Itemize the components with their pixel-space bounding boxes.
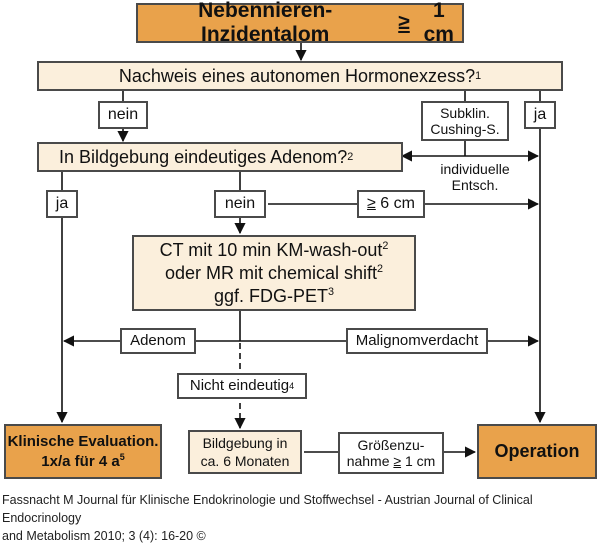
title-ge: ≥ — [398, 11, 410, 34]
label-groessenzunahme: Größenzu- nahme ≥ 1 cm — [338, 432, 444, 474]
title-text: Nebennieren-Inzidentalom — [198, 0, 333, 46]
clinical-line1: Klinische Evaluation. — [7, 432, 159, 450]
groesse-line2-post: 1 cm — [401, 453, 436, 469]
citation-line1: Fassnacht M Journal für Klinische Endokr… — [2, 493, 533, 525]
size-ge: ≥ — [367, 195, 376, 212]
citation-line2: and Metabolism 2010; 3 (4): 16-20 © — [2, 529, 206, 543]
imaging-line2-sup: 2 — [377, 262, 384, 275]
imaging-line3: ggf. FDG-PET — [213, 285, 328, 306]
subklin-line1: Subklin. — [440, 105, 490, 121]
operation-text: Operation — [494, 441, 580, 461]
citation-footer: Fassnacht M Journal für Klinische Endokr… — [2, 491, 598, 545]
clinical-line2-sup: 5 — [119, 451, 125, 462]
imaging-line3-sup: 3 — [328, 285, 335, 298]
imaging-line1-sup: 2 — [382, 239, 389, 252]
label-adenom-text: Adenom — [130, 332, 186, 349]
followup-line2: ca. 6 Monaten — [200, 453, 290, 469]
label-ja-1: ja — [524, 101, 556, 129]
label-ja-2-text: ja — [55, 195, 69, 212]
individuelle-line2: Entsch. — [451, 177, 499, 193]
label-malignom-text: Malignomverdacht — [355, 332, 479, 349]
label-nein-2: nein — [214, 190, 266, 218]
label-ja-2: ja — [46, 190, 78, 218]
question1-text: Nachweis eines autonomen Hormonexzess? — [118, 65, 476, 86]
title-value: 1 cm — [423, 0, 454, 46]
followup-imaging-box: Bildgebung in ca. 6 Monaten — [188, 430, 302, 474]
imaging-line1: CT mit 10 min KM-wash-out — [159, 239, 383, 260]
label-size-6cm: ≥ 6 cm — [357, 190, 425, 218]
label-ja-1-text: ja — [533, 106, 547, 123]
question2-text: In Bildgebung eindeutiges Adenom? — [59, 146, 348, 167]
clinical-line2: 1x/a für 4 a — [41, 452, 120, 470]
size-value: 6 cm — [375, 195, 415, 212]
groesse-line2-pre: nahme — [346, 453, 394, 469]
title-box: Nebennieren-Inzidentalom ≥ 1 cm — [136, 0, 464, 46]
question2-box: In Bildgebung eindeutiges Adenom?2 — [37, 142, 403, 172]
subklin-line2: Cushing-S. — [430, 121, 500, 137]
clinical-evaluation-box: Klinische Evaluation. 1x/a für 4 a5 — [4, 424, 162, 479]
imaging-box: CT mit 10 min KM-wash-out2 oder MR mit c… — [132, 235, 416, 311]
label-nein-1: nein — [98, 101, 148, 129]
nicht-eindeutig-text: Nicht eindeutig — [189, 377, 290, 394]
label-adenom: Adenom — [120, 328, 196, 354]
question1-box: Nachweis eines autonomen Hormonexzess?1 — [37, 61, 563, 91]
label-malignomverdacht: Malignomverdacht — [346, 328, 488, 354]
label-subklin-cushing: Subklin. Cushing-S. — [421, 101, 509, 141]
groesse-ge: ≥ — [393, 453, 402, 469]
followup-line1: Bildgebung in — [202, 435, 288, 451]
individuelle-line1: individuelle — [440, 161, 510, 177]
operation-box: Operation — [477, 424, 597, 479]
imaging-line2: oder MR mit chemical shift — [164, 262, 378, 283]
groesse-line1: Größenzu- — [357, 437, 425, 453]
label-nein-1-text: nein — [107, 106, 139, 123]
label-individuelle-entsch: individuelle Entsch. — [420, 161, 530, 193]
label-nein-2-text: nein — [224, 195, 256, 212]
